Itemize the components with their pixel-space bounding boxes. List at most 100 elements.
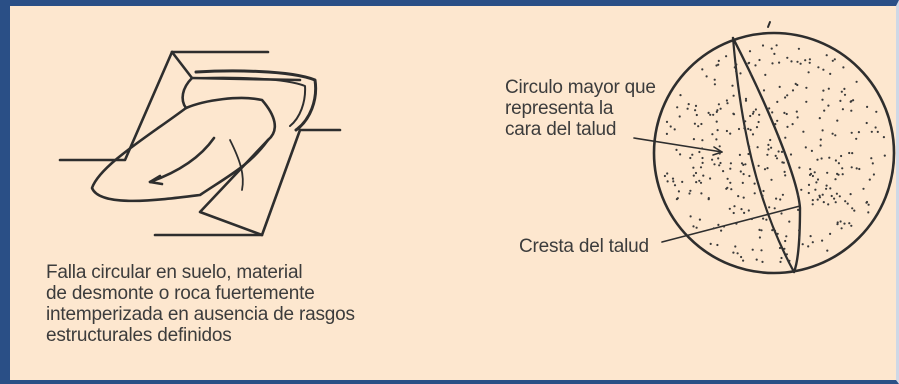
pole-dot (771, 229, 773, 231)
pole-dot (858, 131, 860, 133)
pole-dot (674, 128, 676, 130)
pole-dot (701, 68, 703, 70)
pole-dot (771, 111, 773, 113)
pole-dot (755, 108, 757, 110)
pole-dot (744, 120, 746, 122)
pole-dot (729, 168, 731, 170)
pole-dot (768, 107, 770, 109)
pole-dot (779, 261, 781, 263)
pole-dot (716, 121, 718, 123)
pole-dot (711, 133, 713, 135)
pole-dot (672, 178, 674, 180)
great-circle-label: Circulo mayor que representa la cara del… (505, 77, 656, 140)
pole-dot (784, 137, 786, 139)
pole-dot (780, 212, 782, 214)
pole-dot (777, 135, 779, 137)
pole-dot (779, 247, 781, 249)
pole-dot (783, 112, 785, 114)
pole-dot (814, 171, 816, 173)
pole-dot (812, 175, 814, 177)
pole-dot (735, 63, 737, 65)
pole-dot (774, 123, 776, 125)
pole-dot (805, 101, 807, 103)
pole-dot (676, 106, 678, 108)
pole-dot (871, 131, 873, 133)
pole-dot (828, 157, 830, 159)
pole-dot (810, 235, 812, 237)
pole-dot (689, 190, 691, 192)
pole-dot (784, 174, 786, 176)
pole-dot (834, 58, 836, 60)
pole-dot (808, 184, 810, 186)
pole-dot (782, 194, 784, 196)
pole-dot (868, 204, 870, 206)
pole-dot (666, 133, 668, 135)
pole-dot (800, 63, 802, 65)
pole-dot (754, 192, 756, 194)
pole-dot (709, 177, 711, 179)
pole-dot (693, 175, 695, 177)
pole-dot (809, 168, 811, 170)
pole-dot (732, 113, 734, 115)
pole-dot (762, 218, 764, 220)
pole-dot (720, 108, 722, 110)
pole-dot (822, 129, 824, 131)
pole-dot (701, 147, 703, 149)
pole-dot (750, 129, 752, 131)
pole-dot (776, 101, 778, 103)
pole-dot (792, 89, 794, 91)
pole-dot (744, 163, 746, 165)
pole-dot (828, 88, 830, 90)
pole-dot (667, 180, 669, 182)
pole-dot (714, 79, 716, 81)
pole-dot (773, 53, 775, 55)
pole-dot (737, 195, 739, 197)
pole-dot (884, 155, 886, 157)
pole-dot (817, 178, 819, 180)
pole-dot (797, 209, 799, 211)
pole-dot (722, 170, 724, 172)
pole-dot (777, 233, 779, 235)
pole-dot (702, 162, 704, 164)
pole-dot (711, 159, 713, 161)
pole-dot (850, 193, 852, 195)
pole-dot (672, 180, 674, 182)
pole-dot (817, 199, 819, 201)
pole-dot (739, 72, 741, 74)
pole-dot (875, 126, 877, 128)
pole-dot (815, 181, 817, 183)
pole-dot (870, 157, 872, 159)
pole-dot (762, 190, 764, 192)
pole-dot (716, 244, 718, 246)
pole-dot (719, 162, 721, 164)
pole-dot (749, 115, 751, 117)
pole-dot (825, 188, 827, 190)
pole-dot (742, 260, 744, 262)
pole-dot (679, 94, 681, 96)
stereonet (634, 22, 894, 273)
pole-dot (750, 73, 752, 75)
pole-dot (734, 66, 736, 68)
pole-dot (842, 66, 844, 68)
stereonet-pole-dots (664, 44, 886, 263)
pole-dot (807, 245, 809, 247)
pole-dot (747, 128, 749, 130)
pole-dot (689, 157, 691, 159)
pole-dot (770, 179, 772, 181)
pole-dot (696, 227, 698, 229)
pole-dot (851, 152, 853, 154)
pole-dot (763, 89, 765, 91)
pole-dot (717, 129, 719, 131)
pole-dot (798, 236, 800, 238)
pole-dot (759, 236, 761, 238)
pole-dot (733, 205, 735, 207)
pole-dot (767, 144, 769, 146)
pole-dot (670, 125, 672, 127)
pole-dot (788, 221, 790, 223)
pole-dot (847, 203, 849, 205)
pole-dot (804, 59, 806, 61)
pole-dot (748, 175, 750, 177)
pole-dot (850, 110, 852, 112)
pole-dot (785, 235, 787, 237)
pole-dot (743, 173, 745, 175)
